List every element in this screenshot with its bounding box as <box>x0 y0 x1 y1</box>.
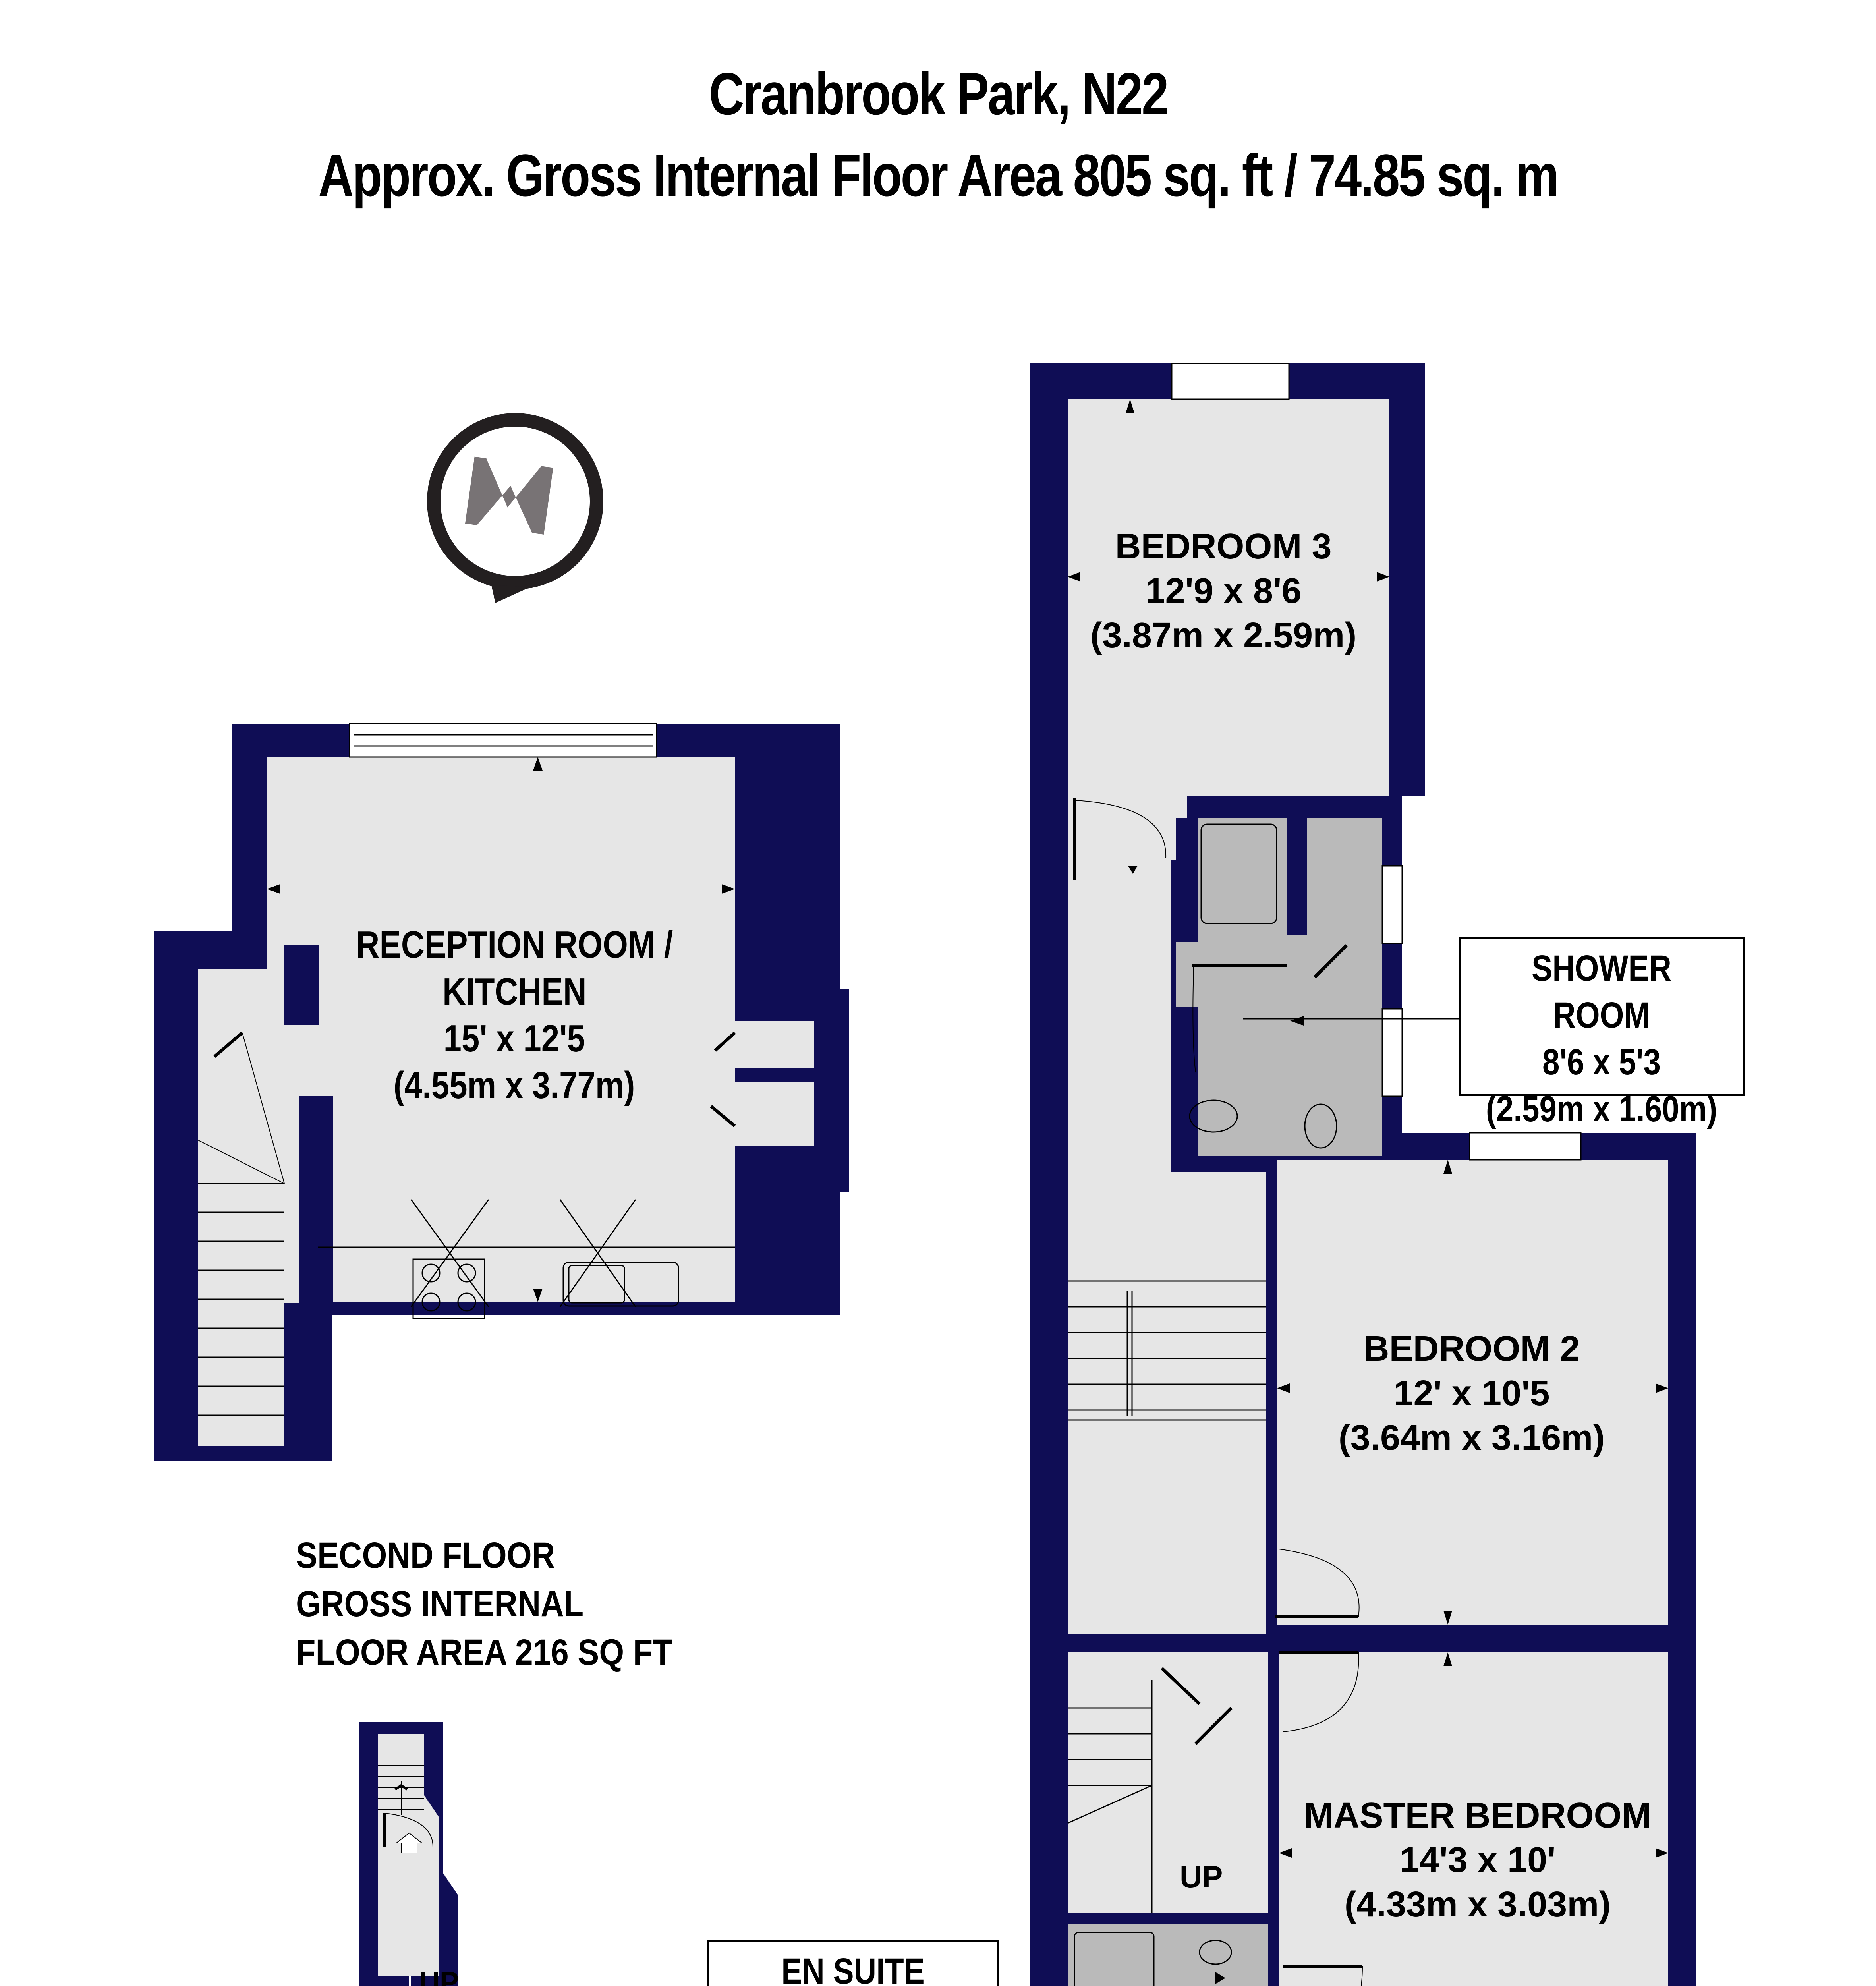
north-arrow-icon <box>427 413 603 603</box>
first-floor-stair-up-label: UP <box>1180 1859 1223 1894</box>
first-floor-plan <box>1030 363 1696 1986</box>
reception-kitchen-room <box>267 757 735 1302</box>
entrance-hall <box>378 1734 439 1976</box>
bedroom-3-label: BEDROOM 3 12'9 x 8'6 (3.87m x 2.59m) <box>1090 527 1357 655</box>
reception-kitchen-label: RECEPTION ROOM / KITCHEN 15' x 12'5 (4.5… <box>356 923 673 1107</box>
second-floor-plan <box>154 723 849 1461</box>
shower-room <box>1176 818 1382 1156</box>
en-suite-shower-room <box>1068 1924 1268 1986</box>
ground-floor-plan <box>359 1722 458 1986</box>
ground-floor-stair-up-label: UP <box>419 1967 459 1986</box>
master-bedroom <box>1279 1652 1668 1986</box>
gross-area-summary: Approx. Gross Internal Floor Area 805 sq… <box>318 142 1559 209</box>
master-bedroom-label: MASTER BEDROOM 14'3 x 10' (4.33m x 3.03m… <box>1304 1796 1652 1924</box>
bedroom-3 <box>1068 399 1389 796</box>
bedroom-2 <box>1277 1160 1668 1625</box>
landing <box>1068 796 1171 1638</box>
property-title: Cranbrook Park, N22 <box>709 60 1169 127</box>
bedroom-2-label: BEDROOM 2 12' x 10'5 (3.64m x 3.16m) <box>1338 1329 1605 1458</box>
en-suite-callout: EN SUITE SHOWER ROOM 5'5 x 4'3 (1.64m x … <box>707 1940 999 1986</box>
second-floor-area-label: SECOND FLOOR GROSS INTERNAL FLOOR AREA 2… <box>296 1535 672 1673</box>
shower-room-callout: SHOWER ROOM 8'6 x 5'3 (2.59m x 1.60m) <box>1459 937 1745 1129</box>
